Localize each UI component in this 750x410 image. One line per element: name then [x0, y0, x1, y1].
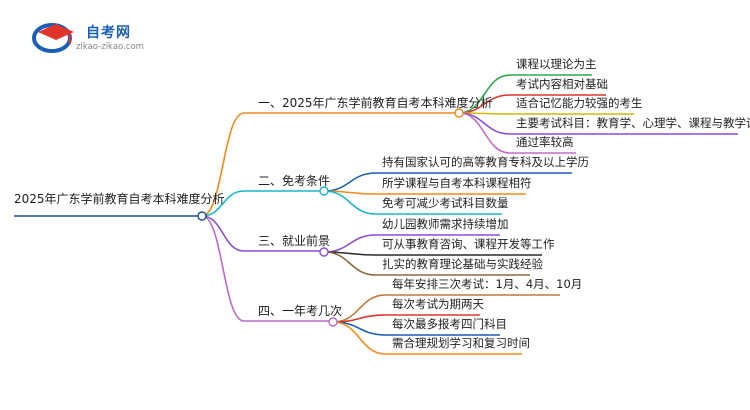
leaf-topic: 每次考试为期两天: [392, 297, 484, 311]
leaf-topic: 幼儿园教师需求持续增加: [382, 217, 509, 231]
leaf-connector: [323, 190, 377, 215]
graduation-cap-icon: [32, 23, 74, 53]
leaf-topic: 适合记忆能力较强的考生: [516, 96, 643, 110]
branch-connector: [201, 215, 245, 252]
leaf-topic: 每年安排三次考试：1月、4月、10月: [392, 277, 583, 291]
branch-topic: 四、一年考几次: [258, 304, 343, 318]
leaf-topic: 免考可减少考试科目数量: [382, 196, 509, 210]
leaf-topic: 每次最多报考四门科目: [392, 317, 507, 331]
branch-topic: 三、就业前景: [258, 234, 331, 248]
leaf-connector: [332, 321, 387, 355]
root-topic: 2025年广东学前教育自考本科难度分析: [14, 192, 225, 206]
logo-title: 自考网: [86, 25, 131, 41]
branch-node: [319, 186, 329, 196]
branch-connector: [201, 112, 245, 217]
branch-node: [319, 247, 329, 257]
leaf-connector: [458, 112, 511, 154]
branch-topic: 一、2025年广东学前教育自考本科难度分析: [258, 96, 493, 110]
root-node: [197, 211, 207, 221]
leaf-topic: 主要考试科目：教育学、心理学、课程与教学论: [516, 116, 750, 130]
leaf-connector: [458, 112, 511, 135]
branch-node: [454, 108, 464, 118]
logo-subtitle: zikao-zikao.com: [76, 42, 144, 52]
leaf-topic: 持有国家认可的高等教育专科及以上学历: [382, 155, 589, 169]
leaf-topic: 所学课程与自考本科课程相符: [382, 176, 532, 190]
leaf-topic: 考试内容相对基础: [516, 77, 608, 91]
leaf-topic: 扎实的教育理论基础与实践经验: [382, 257, 543, 271]
leaf-topic: 需合理规划学习和复习时间: [392, 336, 530, 350]
leaf-connector: [323, 234, 377, 253]
branch-node: [328, 317, 338, 327]
leaf-topic: 可从事教育咨询、课程开发等工作: [382, 237, 555, 251]
leaf-connector: [323, 251, 377, 276]
branch-topic: 二、免考条件: [258, 174, 331, 188]
leaf-topic: 课程以理论为主: [516, 57, 597, 71]
site-logo[interactable]: 自考网 zikao-zikao.com: [30, 18, 170, 58]
leaf-connector: [323, 172, 377, 192]
branch-connector: [201, 215, 245, 322]
branch-connector: [201, 190, 245, 217]
leaf-topic: 通过率较高: [516, 135, 574, 149]
